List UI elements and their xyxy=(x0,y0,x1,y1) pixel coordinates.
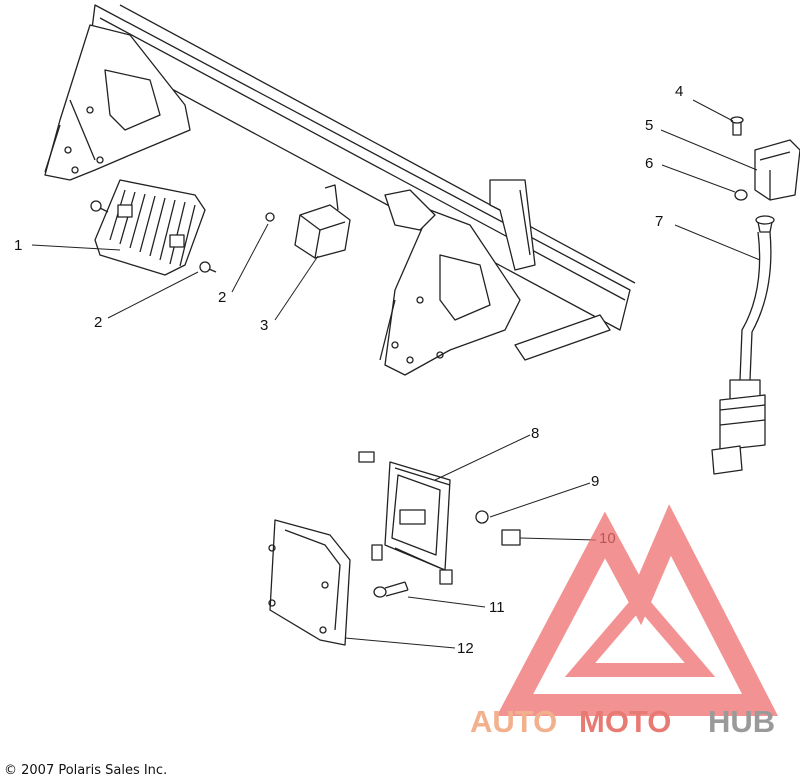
leader-lines xyxy=(31,99,761,649)
wordmark-hub: HUB xyxy=(708,704,775,739)
automotohub-logo-icon xyxy=(496,504,779,716)
bolt xyxy=(373,581,409,598)
callout-11: 11 xyxy=(489,599,505,616)
wordmark-moto: MOTO xyxy=(579,704,671,739)
callout-5: 5 xyxy=(645,117,653,134)
copyright-notice: © 2007 Polaris Sales Inc. xyxy=(4,763,168,778)
callout-6: 6 xyxy=(645,155,653,172)
ecu-module xyxy=(358,451,453,585)
frame-rail xyxy=(44,4,636,376)
callout-9: 9 xyxy=(591,473,599,490)
callout-1: 1 xyxy=(14,237,22,254)
sensor-assembly xyxy=(730,116,800,201)
callout-3: 3 xyxy=(260,317,268,334)
oxygen-sensor xyxy=(711,215,775,475)
voltage-regulator xyxy=(94,179,206,276)
relay xyxy=(265,184,351,259)
callout-4: 4 xyxy=(675,83,683,100)
wordmark-auto: AUTO xyxy=(470,704,557,739)
callout-8: 8 xyxy=(531,425,539,442)
automotohub-wordmark: AUTO MOTO HUB xyxy=(470,704,775,739)
callout-2-relay-screw: 2 xyxy=(218,289,226,306)
regulator-screws xyxy=(90,200,217,273)
ecu-cover xyxy=(268,519,351,646)
callout-7: 7 xyxy=(655,213,663,230)
callout-2-regulator-screw: 2 xyxy=(94,314,102,331)
callout-12: 12 xyxy=(457,640,474,657)
nut-and-clip xyxy=(475,510,521,546)
